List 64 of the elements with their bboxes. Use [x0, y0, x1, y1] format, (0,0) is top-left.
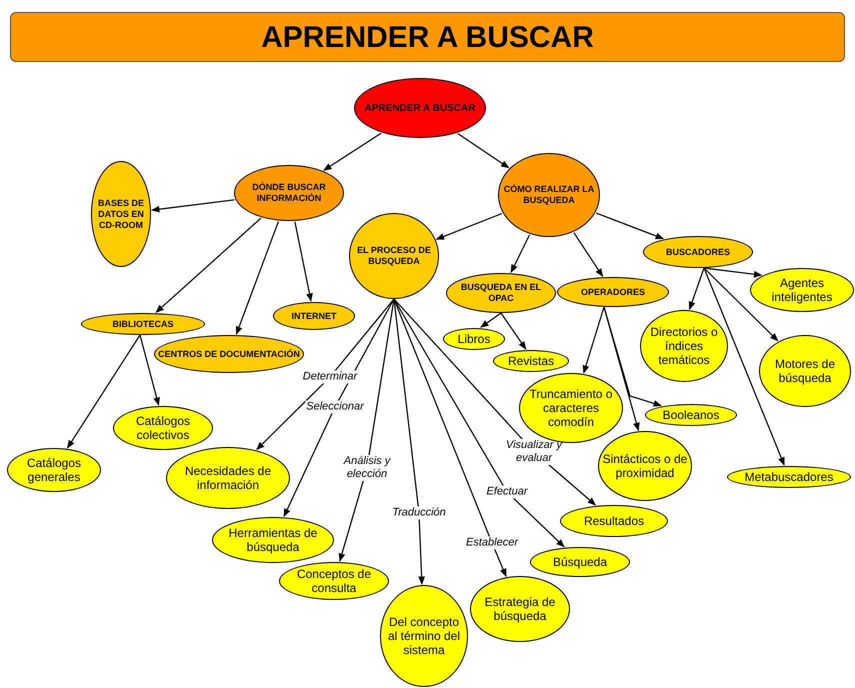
arrow: [294, 222, 313, 302]
arrow: [688, 268, 705, 310]
node-label: Necesidades de información: [184, 464, 272, 492]
node-label: CENTROS DE DOCUMENTACIÓN: [158, 348, 300, 360]
arrow: [603, 306, 662, 407]
ellipse-node: [443, 328, 505, 350]
arrow: [283, 298, 395, 518]
arrow: [510, 234, 530, 274]
node-label: Directorios o índices temáticos: [649, 325, 719, 367]
arrow: [500, 312, 526, 350]
node-label: BUSQUEDA EN EL OPAC: [460, 282, 542, 304]
arrow: [596, 212, 664, 240]
arrow: [704, 267, 762, 278]
arrow: [256, 298, 394, 450]
node-label: Estrategia de búsqueda: [484, 595, 556, 623]
arrow: [582, 306, 605, 374]
node-label: BIBLIOTECAS: [112, 318, 174, 330]
node-label: Booleanos: [662, 408, 720, 422]
node-label: Catálogos generales: [26, 456, 82, 484]
arrow: [480, 312, 502, 328]
node-label: Búsqueda: [552, 555, 608, 569]
edge-label: Traducción: [391, 506, 447, 520]
arrow: [393, 298, 425, 585]
node-label: Libros: [458, 332, 490, 346]
node-label: EL PROCESO DE BUSQUEDA: [356, 245, 432, 267]
edge-label: Seleccionar: [305, 400, 365, 414]
arrow: [704, 268, 778, 342]
node-label: Herramientas de búsqueda: [228, 526, 318, 554]
node-label: Agentes inteligentes: [770, 276, 834, 304]
arrow: [603, 306, 640, 432]
arrow: [458, 133, 510, 168]
node-label: Del concepto al término del sistema: [386, 615, 462, 657]
node-label: APRENDER A BUSCAR: [364, 102, 476, 114]
node-label: INTERNET: [292, 310, 336, 322]
arrow: [155, 218, 262, 313]
arrow: [236, 221, 279, 335]
title-banner: APRENDER A BUSCAR: [10, 12, 845, 62]
node-label: Resultados: [584, 514, 644, 528]
arrow: [139, 334, 160, 406]
node-label: DÓNDE BUSCAR INFORMACIÓN: [251, 182, 327, 204]
node-label: BASES DE DATOS EN CD-ROOM: [96, 198, 145, 230]
arrow: [703, 268, 785, 466]
arrow: [393, 298, 507, 578]
node-label: Revistas: [508, 354, 554, 368]
arrow: [338, 298, 395, 562]
arrow: [151, 199, 235, 212]
arrow: [67, 334, 140, 449]
node-label: Conceptos de consulta: [296, 567, 372, 595]
arrow: [393, 298, 565, 548]
node-label: CÓMO REALIZAR LA BUSQUEDA: [502, 184, 596, 206]
node-label: BUSCADORES: [666, 246, 730, 258]
arrow: [573, 232, 604, 277]
node-label: Motores de búsqueda: [774, 357, 836, 385]
arrow: [436, 212, 502, 240]
edge-label: Determinar: [302, 370, 358, 384]
ellipse-node: [166, 447, 290, 509]
node-label: Metabuscadores: [744, 470, 834, 484]
node-label: OPERADORES: [580, 286, 645, 298]
arrow: [323, 132, 382, 171]
edge-label: Efectuar: [486, 486, 528, 498]
edge-label: Establecer: [465, 536, 519, 550]
node-label: Sintácticos o de proximidad: [602, 452, 688, 480]
node-label: Catálogos colectivos: [134, 414, 192, 442]
node-label: Truncamiento o caracteres comodín: [528, 387, 614, 429]
